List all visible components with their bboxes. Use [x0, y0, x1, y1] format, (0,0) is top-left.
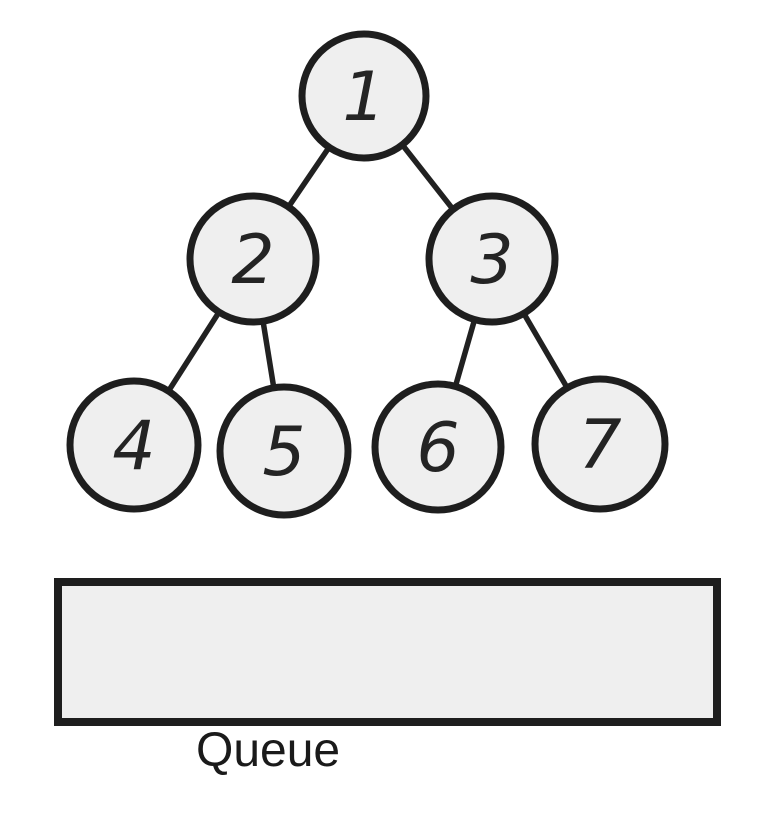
tree-node-1	[298, 30, 430, 162]
tree-node-4	[66, 377, 202, 513]
tree-node-label-1: 1	[342, 58, 385, 137]
tree-node-5	[216, 383, 352, 519]
tree-node-3	[425, 192, 559, 326]
tree-node-label-2: 2	[231, 221, 274, 300]
queue-box	[54, 578, 721, 726]
tree-node-label-7: 7	[578, 406, 621, 485]
tree-node-label-6: 6	[416, 409, 459, 488]
queue-label: Queue	[196, 724, 340, 777]
tree-node-label-4: 4	[112, 407, 155, 486]
tree-node-6	[371, 380, 505, 514]
tree-node-2	[186, 192, 320, 326]
tree-nodes: 1 2 3 4 5 6 7	[66, 30, 669, 519]
tree-node-label-3: 3	[470, 221, 513, 300]
tree-node-label-5: 5	[262, 413, 305, 492]
tree-node-7	[531, 375, 669, 513]
